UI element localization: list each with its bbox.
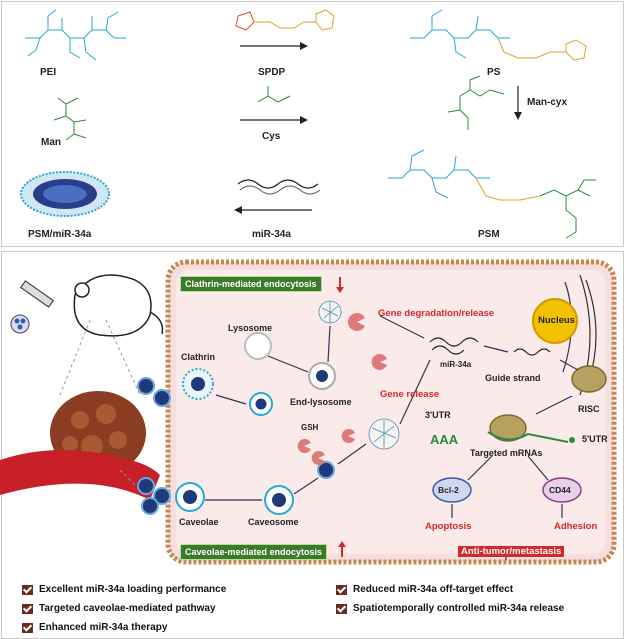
man-structure xyxy=(53,97,87,141)
legend-item-2: Reduced miR-34a off-target effect xyxy=(336,584,513,595)
end-lysosome-vesicle xyxy=(308,362,336,390)
label-adhesion: Adhesion xyxy=(554,521,598,532)
label-man: Man xyxy=(41,137,61,148)
risc-mrna-complex xyxy=(489,414,527,442)
label-gsh: GSH xyxy=(301,423,319,432)
label-anti-tumor: Anti-tumor/metastasis xyxy=(458,546,565,557)
cys-structure xyxy=(257,86,291,103)
check-icon xyxy=(22,584,33,595)
label-guide-strand: Guide strand xyxy=(485,373,541,383)
arrow-risc xyxy=(559,359,579,371)
label-3utr: 3'UTR xyxy=(425,410,451,420)
particle-cluster xyxy=(10,314,30,334)
arrow-bcl2-inhibit xyxy=(467,455,493,481)
label-caveolae: Caveolae xyxy=(179,517,219,527)
synthesis-graphics xyxy=(20,9,596,239)
label-gene-degradation: Gene degradation/release xyxy=(378,308,495,319)
spdp-structure xyxy=(235,9,335,31)
arrow-guide xyxy=(483,345,509,353)
mir34a-strand xyxy=(237,179,319,189)
label-pei: PEI xyxy=(40,67,57,78)
check-icon xyxy=(22,603,33,614)
arrow-degrade xyxy=(379,315,425,339)
clathrin-banner: Clathrin-mediated endocytosis xyxy=(180,276,322,292)
syringe-icon xyxy=(19,280,55,308)
mouse-illustration xyxy=(73,274,164,337)
label-ps: PS xyxy=(487,67,501,78)
label-mir34a: miR-34a xyxy=(440,360,472,369)
label-bcl2: Bcl-2 xyxy=(438,485,459,495)
arrow-risc-mrna xyxy=(535,395,573,415)
mir34a-free xyxy=(429,337,479,347)
label-cys: Cys xyxy=(262,131,281,142)
man-cyx-structure xyxy=(447,75,505,130)
label-psm: PSM xyxy=(478,229,500,240)
clathrin-pit xyxy=(182,368,214,400)
cd44 xyxy=(542,477,582,503)
check-icon xyxy=(22,622,33,633)
arrow-cd44-inhibit xyxy=(527,455,549,481)
nucleus xyxy=(532,298,578,344)
arrow-release xyxy=(337,443,367,465)
label-risc: RISC xyxy=(578,404,600,414)
guide-strand xyxy=(513,348,551,356)
aaa-tail: AAA xyxy=(430,432,459,447)
bcl2 xyxy=(432,477,472,503)
check-icon xyxy=(336,584,347,595)
arrow-clathrin xyxy=(215,394,247,405)
arrow-gene-release xyxy=(399,359,431,425)
caveolae-pit xyxy=(175,482,205,512)
arrow-caveosome xyxy=(293,477,319,495)
label-man-cyx: Man-cyx xyxy=(527,97,568,108)
vesicle xyxy=(249,392,273,416)
label-apoptosis: Apoptosis xyxy=(425,521,472,532)
label-nucleus: Nucleus xyxy=(538,315,575,326)
check-icon xyxy=(336,603,347,614)
legend-item-1: Excellent miR-34a loading performance xyxy=(22,584,226,595)
np-group xyxy=(137,377,171,515)
lysosome xyxy=(244,332,272,360)
ps-structure xyxy=(410,9,587,61)
caveolae-banner: Caveolae-mediated endocytosis xyxy=(180,544,328,560)
arrow-endlyso xyxy=(327,325,331,363)
legend-item-3: Targeted caveolae-mediated pathway xyxy=(22,603,216,614)
label-end-lysosome: End-lysosome xyxy=(290,397,352,407)
label-targeted-mrnas: Targeted mRNAs xyxy=(470,448,543,458)
blood-vessel xyxy=(0,450,160,500)
label-caveosome: Caveosome xyxy=(248,517,299,527)
caveosome-vesicle xyxy=(264,485,294,515)
psm-structure xyxy=(388,149,596,239)
risc xyxy=(571,365,607,393)
label-lysosome: Lysosome xyxy=(228,323,273,333)
label-spdp: SPDP xyxy=(258,67,286,78)
released-complex xyxy=(318,300,400,450)
arrow-lyso xyxy=(267,355,309,373)
legend-item-5: Enhanced miR-34a therapy xyxy=(22,622,167,633)
legend-item-4: Spatiotemporally controlled miR-34a rele… xyxy=(336,603,564,614)
label-5utr: 5'UTR xyxy=(582,434,608,444)
label-gene-release: Gene release xyxy=(380,389,440,400)
psm-mir-nanoparticle xyxy=(20,171,110,217)
pei-structure xyxy=(25,9,126,61)
label-mir: miR-34a xyxy=(252,229,291,240)
gsh-molecules xyxy=(297,313,387,465)
label-psm-mir: PSM/miR-34a xyxy=(28,229,92,240)
label-clathrin: Clathrin xyxy=(181,352,216,362)
label-cd44: CD44 xyxy=(549,485,571,495)
